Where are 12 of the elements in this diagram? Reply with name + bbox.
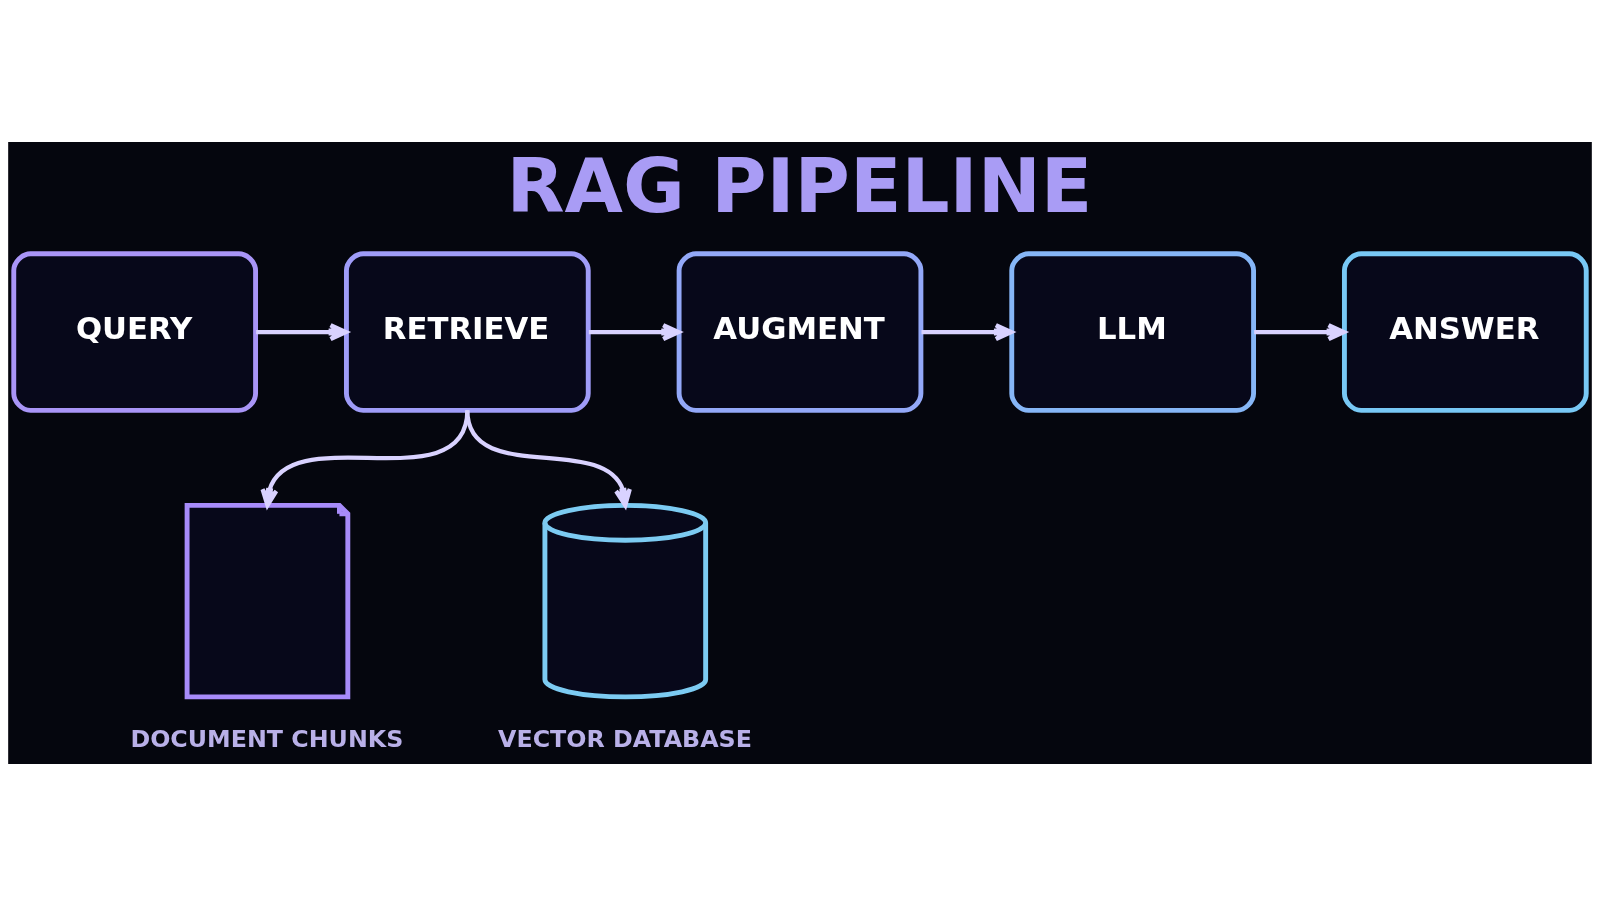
node-box: AUGMENT: [676, 250, 924, 413]
arrow: [921, 322, 1014, 341]
arrow: [256, 322, 349, 341]
diagram-title: RAG PIPELINE: [506, 141, 1093, 230]
arrow: [588, 322, 681, 341]
arrow: [1254, 322, 1347, 341]
node-label: VECTOR DATABASE: [498, 724, 752, 753]
node-box: ANSWER: [1341, 250, 1589, 413]
node-box: RETRIEVE: [344, 250, 591, 413]
node-box: LLM: [1009, 250, 1256, 413]
node-label: DOCUMENT CHUNKS: [130, 724, 404, 753]
node-box: QUERY: [11, 250, 259, 413]
